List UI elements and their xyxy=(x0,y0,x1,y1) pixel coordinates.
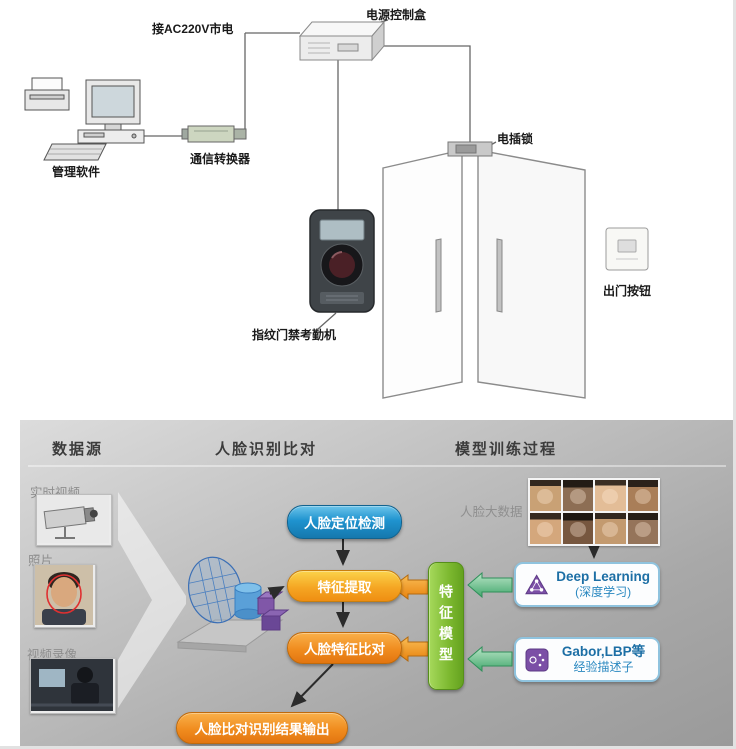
face-tile xyxy=(595,513,626,544)
face-recognition-panel: 数据源 人脸识别比对 模型训练过程 实时视频 照片 视频录像 人脸大数据 xyxy=(20,420,733,746)
face-bigdata-label: 人脸大数据 xyxy=(460,505,523,519)
video-capture-icon xyxy=(31,659,113,711)
teal-arrow-deeplearning xyxy=(467,571,513,599)
header-data-source: 数据源 xyxy=(52,441,104,458)
funnel-arrow xyxy=(118,492,186,708)
deep-learning-box: Deep Learning (深度学习) xyxy=(514,562,660,607)
cctv-camera-icon xyxy=(37,495,109,543)
fingerprint-machine-graphic xyxy=(309,209,375,313)
converter-graphic xyxy=(181,125,247,143)
face-tile xyxy=(627,513,658,544)
face-photo-image xyxy=(34,564,96,628)
converter-label: 通信转换器 xyxy=(190,152,251,166)
face-tile xyxy=(530,513,561,544)
deep-learning-title: Deep Learning xyxy=(556,568,650,584)
face-tile xyxy=(530,480,561,511)
teal-arrow-gabor xyxy=(467,645,513,673)
header-face-recognition: 人脸识别比对 xyxy=(215,441,318,458)
engine-platform xyxy=(176,619,284,653)
computer-graphic xyxy=(24,77,145,161)
video-capture-image xyxy=(30,658,116,714)
face-tile xyxy=(627,480,658,511)
gabor-title: Gabor,LBP等 xyxy=(561,643,646,659)
doors-graphic xyxy=(382,149,586,399)
face-photo-icon xyxy=(35,565,93,625)
exit-button-graphic xyxy=(605,227,649,271)
face-grid-image xyxy=(528,478,660,546)
header-model-training: 模型训练过程 xyxy=(455,441,558,458)
face-tile xyxy=(562,513,593,544)
gabor-subtitle: 经验描述子 xyxy=(573,660,634,675)
access-control-diagram xyxy=(24,19,649,399)
face-tile xyxy=(562,480,593,511)
deep-learning-subtitle: (深度学习) xyxy=(575,585,632,600)
management-software-label: 管理软件 xyxy=(52,165,101,179)
fingerprint-machine-label: 指纹门禁考勤机 xyxy=(252,328,337,342)
power-box-graphic xyxy=(298,20,386,62)
neural-net-icon xyxy=(525,573,549,594)
electric-lock-label: 电插锁 xyxy=(497,132,534,146)
electric-lock-graphic xyxy=(447,141,493,157)
flow-arrows xyxy=(267,539,601,708)
face-tile xyxy=(595,480,626,511)
compare-box: 人脸特征比对 xyxy=(287,632,402,664)
cctv-camera-image xyxy=(36,494,112,546)
gabor-lbp-box: Gabor,LBP等 经验描述子 xyxy=(514,637,660,682)
power-box-label: 电源控制盒 xyxy=(366,8,427,22)
exit-button-label: 出门按钮 xyxy=(603,284,652,298)
ac-power-label: 接AC220V市电 xyxy=(152,22,234,36)
extract-box: 特征提取 xyxy=(287,570,402,602)
descriptor-icon xyxy=(525,648,549,671)
feature-model-box: 特征模型 xyxy=(428,562,464,690)
output-box: 人脸比对识别结果输出 xyxy=(176,712,348,744)
detect-box: 人脸定位检测 xyxy=(287,505,402,539)
